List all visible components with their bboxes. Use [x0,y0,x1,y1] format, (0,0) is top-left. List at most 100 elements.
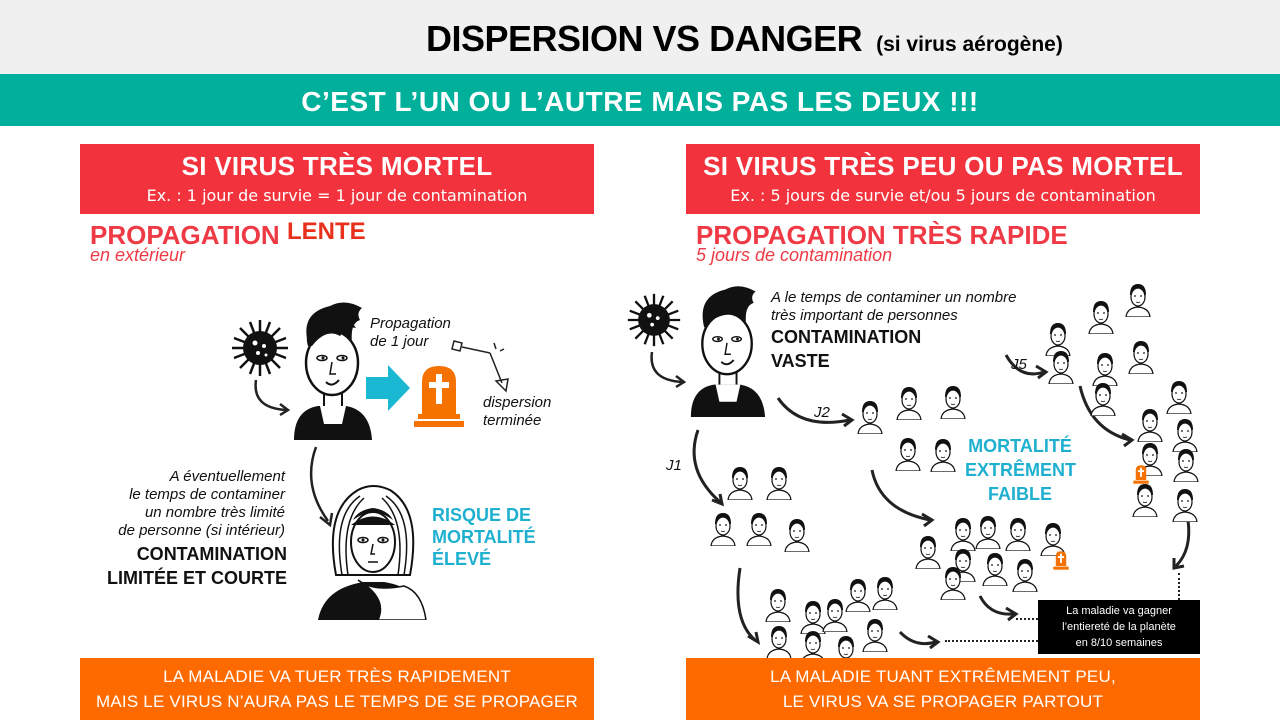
virus-icon [232,320,288,376]
right-contamination-note: A le temps de contaminer un nombre très … [771,289,1016,325]
person-face-icon [746,513,772,546]
person-face-icon [950,518,976,551]
planet-note: La maladie va gagner l’entiereté de la p… [1038,600,1200,654]
risk-label: RISQUE DE MORTALITÉ ÉLEVÉ [432,504,536,570]
person-face-icon [1125,284,1151,317]
person-face-icon [822,599,848,632]
person-face-icon [872,577,898,610]
person-face-icon [1012,559,1038,592]
right-heading-box: SI VIRUS TRÈS PEU OU PAS MORTEL Ex. : 5 … [686,144,1200,214]
right-example: Ex. : 5 jours de survie et/ou 5 jours de… [730,186,1156,205]
person-face-icon [982,553,1008,586]
person-face-icon [857,401,883,434]
day-label-j2: J2 [814,404,830,421]
person-face-icon [1172,489,1198,522]
dotted-connector [1016,618,1038,620]
note-line: A éventuellement [169,468,285,485]
person-face-icon [766,626,792,659]
left-heading: SI VIRUS TRÈS MORTEL [181,151,493,181]
bold-line: LIMITÉE ET COURTE [107,568,287,588]
person-face-icon [915,536,941,569]
spread-arrows [692,354,1191,650]
person-face-icon [1128,341,1154,374]
left-contamination-note: A éventuellement le temps de contaminer … [80,468,285,540]
right-arrow-icon [366,365,410,411]
planet-note-line: l’entiereté de la planète [1062,621,1176,633]
bold-line: VASTE [771,351,830,371]
person-face-icon [784,519,810,552]
footer-line: LA MALADIE TUANT EXTRÊMEMENT PEU, [770,667,1116,686]
propagation-label: PROPAGATION [90,220,280,250]
right-propagation-sub: 5 jours de contamination [696,245,893,265]
banner-band [0,74,1280,126]
person-woman-icon [318,485,427,620]
dotted-connector [1178,573,1180,600]
note-line: A le temps de contaminer un nombre [771,289,1017,306]
person-face-icon [1088,301,1114,334]
person-face-icon [1166,381,1192,414]
person-face-icon [1045,323,1071,356]
trajectory-arrow-icon [451,340,509,393]
person-face-icon [710,513,736,546]
person-face-icon [1092,353,1118,386]
mortality-label: MORTALITÉ EXTRÊMENT FAIBLE [965,434,1076,506]
right-contamination-bold: CONTAMINATION VASTE [771,325,921,373]
person-face-icon [1005,518,1031,551]
footer-line: LE VIRUS VA SE PROPAGER PARTOUT [782,692,1104,711]
left-footer-box: LA MALADIE VA TUER TRÈS RAPIDEMENT MAIS … [80,658,594,720]
person-face-icon [895,438,921,471]
person-face-icon [930,439,956,472]
person-face-icon [896,387,922,420]
bold-line: CONTAMINATION [136,544,287,564]
mortality-line: MORTALITÉ [968,436,1072,456]
person-man-icon [690,286,766,417]
day-label-j1: J1 [666,457,682,474]
footer-line: LA MALADIE VA TUER TRÈS RAPIDEMENT [163,667,511,686]
person-face-icon [845,579,871,612]
person-face-icon [1172,419,1198,452]
person-face-icon [727,467,753,500]
person-face-icon [1137,409,1163,442]
dispersion-line2: terminée [483,412,542,429]
tombstone-icon [1053,551,1069,570]
right-footer-box: LA MALADIE TUANT EXTRÊMEMENT PEU, LE VIR… [686,658,1200,720]
dotted-connector [945,640,1038,642]
dispersion-line1: dispersion [483,394,552,411]
person-face-icon [975,516,1001,549]
risk-line: ÉLEVÉ [432,549,492,569]
note-line: très important de personnes [771,307,958,324]
propagation-note-line2: de 1 jour [370,333,429,350]
person-face-icon [940,567,966,600]
footer-line: MAIS LE VIRUS N’AURA PAS LE TEMPS DE SE … [96,692,578,711]
right-propagation: PROPAGATION TRÈS RAPIDE [696,220,1068,250]
virus-icon [627,293,681,347]
note-line: un nombre très limité [144,504,285,521]
planet-note-line: en 8/10 semaines [1075,637,1163,649]
person-face-icon [862,619,888,652]
person-face-icon [1132,484,1158,517]
person-face-icon [1090,383,1116,416]
curved-arrow-icon [254,379,291,417]
note-line: de personne (si intérieur) [118,522,285,539]
tombstone-icon [414,366,464,427]
left-propagation-sub: en extérieur [90,245,186,265]
person-face-icon [1173,449,1199,482]
curved-arrow-icon [309,446,334,528]
title-subtitle: (si virus aérogène) [876,33,1063,56]
left-heading-box: SI VIRUS TRÈS MORTEL Ex. : 1 jour de sur… [80,144,594,214]
mortality-line: FAIBLE [987,484,1052,504]
banner-text: C’EST L’UN OU L’AUTRE MAIS PAS LES DEUX … [301,86,979,117]
propagation-speed: LENTE [286,218,366,245]
tombstone-icon [1133,465,1149,484]
left-example: Ex. : 1 jour de survie = 1 jour de conta… [146,186,528,205]
person-face-icon [765,589,791,622]
left-propagation: PROPAGATION LENTE [90,218,366,251]
title-text: DISPERSION VS DANGER [426,18,863,59]
person-face-icon [1048,351,1074,384]
note-line: le temps de contaminer [129,486,285,503]
risk-line: MORTALITÉ [432,527,536,547]
person-face-icon [940,386,966,419]
left-contamination-bold: CONTAMINATION LIMITÉE ET COURTE [80,542,287,590]
person-face-icon [800,601,826,634]
header-band [0,0,1280,74]
